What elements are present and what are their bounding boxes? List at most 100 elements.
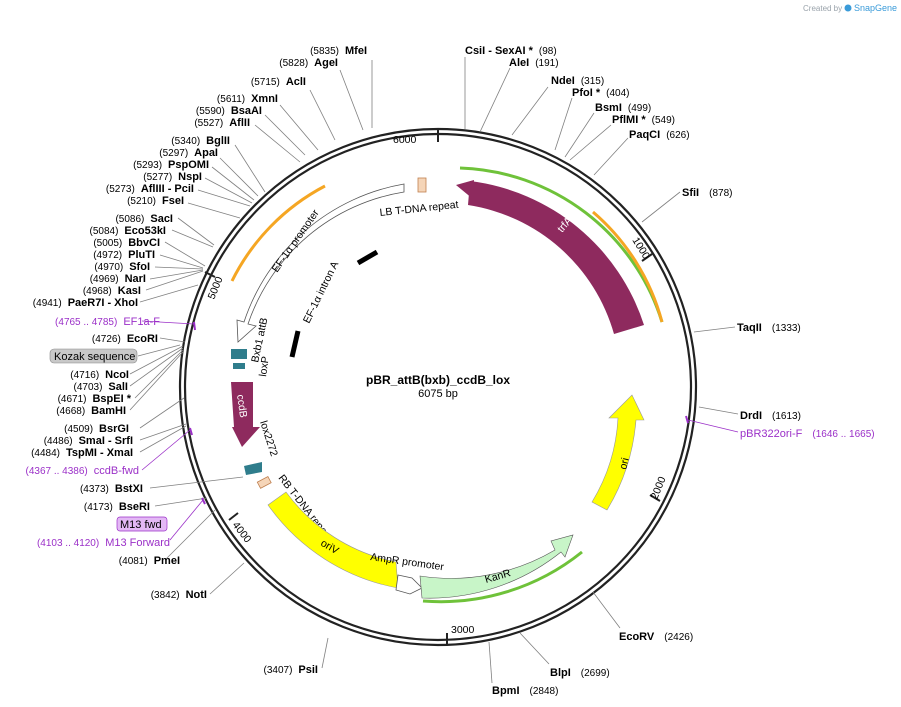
loxp-marker[interactable] <box>233 363 245 369</box>
leader-line <box>211 166 255 201</box>
site-label[interactable]: (4970)SfoI <box>94 261 150 273</box>
leader-line <box>209 562 245 595</box>
site-label[interactable]: AleI(191) <box>509 57 559 69</box>
trfa-gene[interactable] <box>468 181 644 334</box>
site-label[interactable]: (5297)ApaI <box>159 147 218 159</box>
primer-marks <box>141 320 739 541</box>
site-label[interactable]: (5084)Eco53kI <box>90 225 167 237</box>
site-label[interactable]: (4509)BsrGI <box>64 423 129 435</box>
lox2272-marker[interactable] <box>244 462 262 475</box>
site-label[interactable]: (4484)TspMI - XmaI <box>31 447 133 459</box>
site-label[interactable]: (4941)PaeR7I - XhoI <box>33 297 138 309</box>
site-label[interactable]: (4671)BspEI * <box>58 393 132 405</box>
primer-leader <box>687 419 739 433</box>
site-label[interactable]: (5590)BsaAI <box>196 105 262 117</box>
leader-line <box>159 254 204 269</box>
leader-line <box>593 137 629 176</box>
ef1a-promoter-arrow[interactable] <box>236 183 405 343</box>
site-label[interactable]: (4726)EcoRI <box>92 333 158 345</box>
sites-right: CsiI - SexAI *(98) AleI(191) NdeI(315) P… <box>465 45 801 697</box>
ccdb-gene[interactable] <box>231 382 260 447</box>
site-label[interactable]: (5277)NspI <box>143 171 202 183</box>
site-label[interactable]: (4173)BseRI <box>84 501 150 513</box>
site-label[interactable]: SfiI(878) <box>682 187 732 199</box>
bxb1-attb-marker[interactable] <box>231 349 247 359</box>
snapgene-watermark: Created by SnapGene <box>803 3 897 13</box>
ef1a-intron-bar[interactable] <box>289 330 301 358</box>
site-label[interactable]: (4668)BamHI <box>56 405 126 417</box>
lb-repeat-marker[interactable] <box>417 177 427 193</box>
site-label[interactable]: BpmI(2848) <box>492 685 558 697</box>
leader-line <box>154 266 204 270</box>
leader-line <box>234 144 266 193</box>
leader-line <box>164 509 216 561</box>
site-label[interactable]: (5611)XmnI <box>217 93 278 105</box>
site-label[interactable]: (5293)PspOMI <box>133 159 209 171</box>
site-label[interactable]: (4486)SmaI - SrfI <box>44 435 133 447</box>
leader-lines <box>129 57 739 684</box>
ori-arrow[interactable] <box>591 394 645 511</box>
site-label[interactable]: (5835)MfeI <box>310 45 367 57</box>
leader-line <box>164 241 206 267</box>
lb-repeat-label: LB T-DNA repeat <box>379 199 459 219</box>
site-label[interactable]: (3842)NotI <box>151 589 207 601</box>
sites-left-lower: (4726)EcoRI (4716)NcoI (4703)SalI (4671)… <box>31 333 318 676</box>
tick-mark <box>641 253 653 262</box>
leader-line <box>264 114 306 156</box>
kozak-sequence-badge[interactable] <box>49 348 138 364</box>
site-label[interactable]: (5210)FseI <box>127 195 184 207</box>
site-label[interactable]: PfoI *(404) <box>572 87 629 99</box>
ef1a-intron-bar[interactable] <box>356 249 379 266</box>
leader-line <box>129 351 184 411</box>
primer-mark <box>193 321 196 331</box>
primer-label-pbr322ori-f[interactable]: pBR322ori-F(1646 .. 1665) <box>740 428 875 440</box>
m13-fwd-badge[interactable] <box>116 516 168 532</box>
site-label[interactable]: (3407)PsiI <box>264 664 318 676</box>
leader-line <box>197 189 251 207</box>
site-label[interactable]: (5527)AflII <box>194 117 250 129</box>
site-label[interactable]: CsiI - SexAI *(98) <box>465 45 557 57</box>
leader-line <box>693 326 736 333</box>
site-label[interactable]: (4716)NcoI <box>70 369 129 381</box>
tick-mark <box>649 494 661 502</box>
primer-leader <box>141 429 191 471</box>
site-label[interactable]: (4703)SalI <box>74 381 128 393</box>
primer-label-ef1a-f[interactable]: (4765 .. 4785)EF1a-F <box>55 316 160 328</box>
primer-label-ccdb-fwd[interactable]: (4367 .. 4386)ccdB-fwd <box>25 465 139 477</box>
site-label[interactable]: (5828)AgeI <box>279 57 338 69</box>
oriv-arrow[interactable] <box>267 491 399 589</box>
ori-label: ori <box>617 456 631 470</box>
site-label[interactable]: PaqCI(626) <box>629 129 690 141</box>
primer-label-m13-forward[interactable]: (4103 .. 4120)M13 Forward <box>37 537 170 549</box>
site-label[interactable]: (5005)BbvCI <box>93 237 160 249</box>
site-label[interactable]: (5340)BglII <box>171 135 230 147</box>
site-label[interactable]: PflMI *(549) <box>612 114 675 126</box>
leader-line <box>154 497 208 507</box>
leader-line <box>321 637 329 669</box>
site-label[interactable]: DrdI(1613) <box>740 410 801 422</box>
leader-line <box>129 345 184 375</box>
site-label[interactable]: (5273)AflIII - PciI <box>106 183 194 195</box>
leader-line <box>137 344 181 357</box>
site-label[interactable]: (4081)PmeI <box>119 555 180 567</box>
site-label[interactable]: (4972)PluTI <box>93 249 155 261</box>
site-label[interactable]: TaqII(1333) <box>737 322 801 334</box>
site-label[interactable]: BsmI(499) <box>595 102 651 114</box>
leader-line <box>254 124 301 163</box>
ampr-promoter-arrow[interactable] <box>395 574 423 595</box>
tick-label: 3000 <box>451 624 475 636</box>
site-label[interactable]: NdeI(315) <box>551 75 604 87</box>
site-label[interactable]: EcoRV(2426) <box>619 631 693 643</box>
kanr-gene[interactable] <box>419 534 574 599</box>
site-label[interactable]: (5715)AclI <box>251 76 306 88</box>
site-label[interactable]: (4968)KasI <box>83 285 141 297</box>
leader-line <box>134 349 184 399</box>
site-label[interactable]: BlpI(2699) <box>550 667 610 679</box>
primer-mark <box>189 427 193 436</box>
leader-line <box>641 191 681 223</box>
rb-repeat-marker[interactable] <box>256 475 272 489</box>
site-label[interactable]: (5086)SacI <box>115 213 173 225</box>
site-label[interactable]: (4373)BstXI <box>80 483 143 495</box>
tick-label: 6000 <box>393 134 417 146</box>
site-label[interactable]: (4969)NarI <box>90 273 146 285</box>
